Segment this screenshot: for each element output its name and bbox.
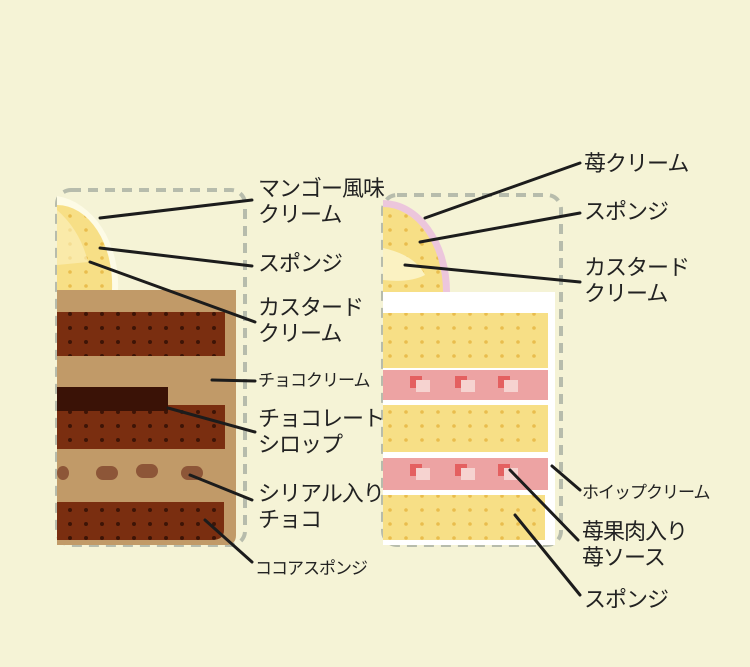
label-whipped-cream: ホイップクリーム [582,482,710,504]
label-line: ココアスポンジ [255,559,368,579]
sponge-layer-1 [383,313,548,368]
label-choco-cream: チョコクリーム [258,370,370,392]
label-choco-syrup: チョコレート シロップ [258,407,385,459]
label-custard-right: カスタード クリーム [584,256,690,308]
strawberry-pieces [410,376,518,480]
label-custard-left: カスタード クリーム [258,296,364,348]
cocoa-sponge-layer-2 [57,405,225,449]
sponge-layer-3 [383,495,545,540]
label-line: チョコ [258,508,322,533]
label-line: カスタード [584,256,690,281]
label-line: 苺クリーム [584,152,689,177]
sponge-layer-2 [383,405,548,452]
label-line: マンゴー風味 [258,177,385,202]
leader-lines [88,161,582,597]
label-mango-cream: マンゴー風味 クリーム [258,177,385,229]
label-line: チョコクリーム [258,371,370,391]
label-cocoa-sponge: ココアスポンジ [255,558,368,580]
label-strawberry-sauce: 苺果肉入り 苺ソース [582,520,688,572]
label-sponge-right-bottom: スポンジ [584,588,669,614]
label-line: 苺果肉入り [582,520,688,545]
label-cereal-choco: シリアル入り チョコ [258,482,385,534]
right-cake [381,193,563,547]
label-line: カスタード [258,296,364,321]
cocoa-sponge-layer-1 [57,312,225,356]
label-line: スポンジ [584,200,669,225]
label-line: クリーム [258,203,342,228]
label-line: シロップ [258,433,343,458]
label-line: スポンジ [258,252,343,277]
label-line: スポンジ [584,588,669,613]
right-cake-outline [381,193,563,547]
label-line: ホイップクリーム [582,483,710,503]
label-line: クリーム [258,322,342,347]
label-sponge-right-top: スポンジ [584,200,669,226]
left-cake [55,188,247,547]
label-line: 苺ソース [582,546,666,571]
label-strawberry-cream: 苺クリーム [584,152,689,178]
cocoa-sponge-layer-3 [57,502,224,540]
choco-syrup [57,387,168,411]
mango-custard [57,210,88,265]
label-sponge-left: スポンジ [258,252,343,278]
label-line: チョコレート [258,407,385,432]
label-line: クリーム [584,282,668,307]
label-line: シリアル入り [258,482,385,507]
